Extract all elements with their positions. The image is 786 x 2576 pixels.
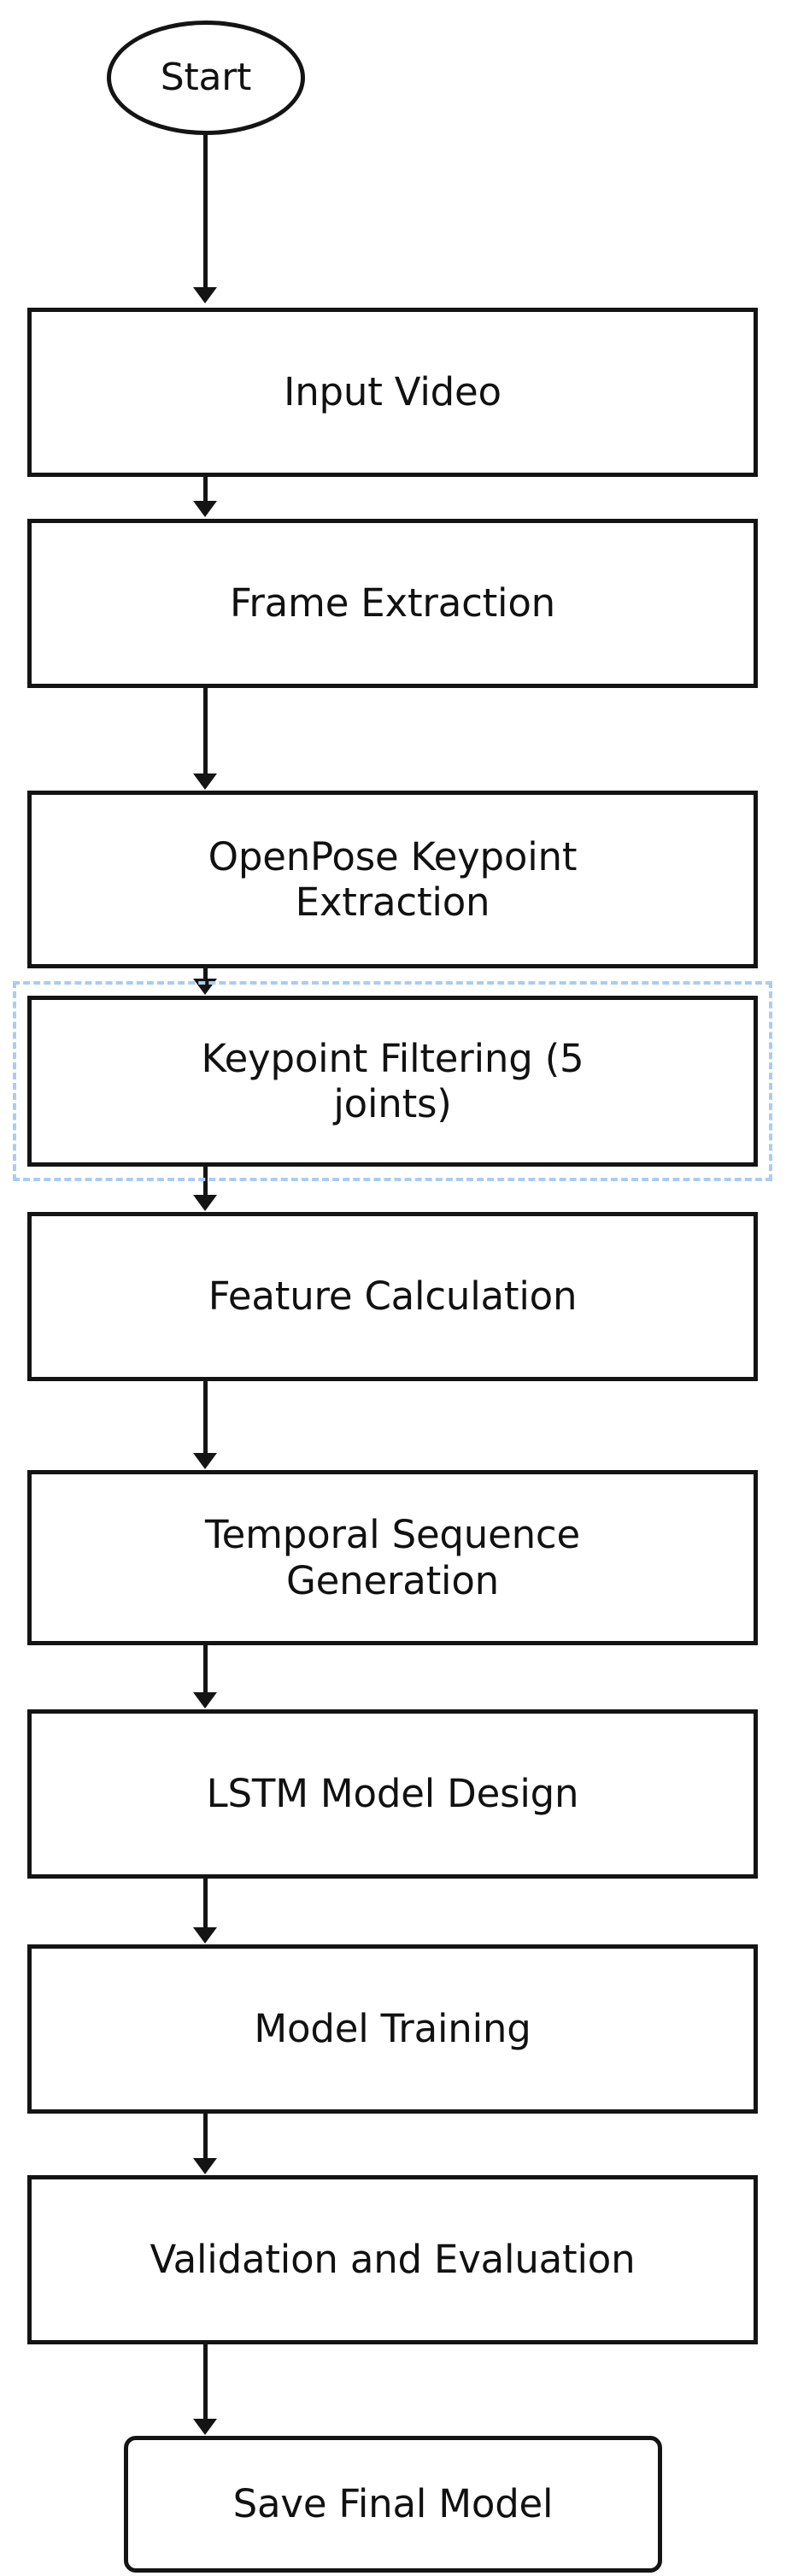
- connector-validation-and-evaluation-to-save-final-model: [202, 2344, 208, 2419]
- node-start[interactable]: Start: [107, 21, 305, 135]
- node-label-save-final-model: Save Final Model: [232, 2481, 554, 2527]
- node-input-video[interactable]: Input Video: [27, 308, 758, 477]
- connector-lstm-model-design-to-model-training: [202, 1879, 208, 1927]
- connector-model-training-to-validation-and-evaluation: [202, 2114, 208, 2158]
- node-label-keypoint-filtering: Keypoint Filtering (5 joints): [201, 1035, 584, 1126]
- node-keypoint-filtering[interactable]: Keypoint Filtering (5 joints): [27, 996, 758, 1167]
- connector-openpose-keypoint-extraction-to-keypoint-filtering: [202, 968, 208, 979]
- node-lstm-model-design[interactable]: LSTM Model Design: [27, 1709, 758, 1879]
- node-feature-calculation[interactable]: Feature Calculation: [27, 1212, 758, 1381]
- connector-frame-extraction-to-openpose-keypoint-extraction: [202, 688, 208, 773]
- node-save-final-model[interactable]: Save Final Model: [124, 2436, 662, 2573]
- arrowhead-icon: [193, 2419, 217, 2435]
- node-label-lstm-model-design: LSTM Model Design: [206, 1771, 579, 1817]
- node-label-start: Start: [160, 56, 252, 100]
- node-validation-and-evaluation[interactable]: Validation and Evaluation: [27, 2175, 758, 2344]
- arrowhead-icon: [193, 501, 217, 517]
- node-label-input-video: Input Video: [284, 369, 502, 415]
- arrowhead-icon: [193, 1453, 217, 1469]
- node-label-model-training: Model Training: [254, 2006, 531, 2052]
- node-label-frame-extraction: Frame Extraction: [229, 580, 556, 626]
- connector-input-video-to-frame-extraction: [202, 477, 208, 501]
- node-label-validation-and-evaluation: Validation and Evaluation: [150, 2237, 636, 2283]
- arrowhead-icon: [193, 1692, 217, 1709]
- node-label-feature-calculation: Feature Calculation: [208, 1273, 578, 1320]
- arrowhead-icon: [193, 979, 217, 995]
- node-temporal-sequence-generation[interactable]: Temporal Sequence Generation: [27, 1470, 758, 1645]
- arrowhead-icon: [193, 1927, 217, 1944]
- connector-start-to-input-video: [202, 135, 208, 287]
- node-label-temporal-sequence-generation: Temporal Sequence Generation: [205, 1512, 580, 1603]
- arrowhead-icon: [193, 2158, 217, 2174]
- node-frame-extraction[interactable]: Frame Extraction: [27, 519, 758, 688]
- arrowhead-icon: [193, 287, 217, 303]
- connector-keypoint-filtering-to-feature-calculation: [202, 1167, 208, 1195]
- arrowhead-icon: [193, 773, 217, 790]
- node-model-training[interactable]: Model Training: [27, 1944, 758, 2114]
- arrowhead-icon: [193, 1195, 217, 1211]
- node-openpose-keypoint-extraction[interactable]: OpenPose Keypoint Extraction: [27, 791, 758, 968]
- connector-temporal-sequence-generation-to-lstm-model-design: [202, 1645, 208, 1692]
- connector-feature-calculation-to-temporal-sequence-generation: [202, 1381, 208, 1453]
- node-label-openpose-keypoint-extraction: OpenPose Keypoint Extraction: [208, 833, 578, 925]
